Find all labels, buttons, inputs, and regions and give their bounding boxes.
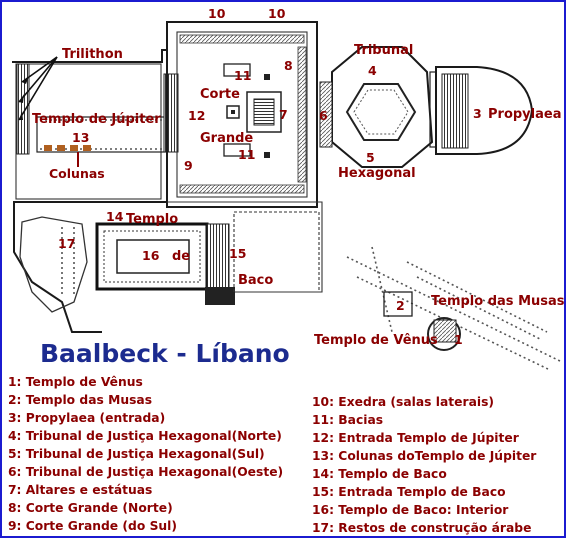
legend-item-10: 10: Exedra (salas laterais): [312, 395, 494, 409]
legend-right: 10: Exedra (salas laterais) 11: Bacias 1…: [312, 395, 537, 535]
label-templo-venus: Templo de Vênus: [314, 333, 438, 348]
legend-item-17: 17: Restos de construção árabe: [312, 521, 531, 535]
legend-item-13: 13: Colunas doTemplo de Júpiter: [312, 449, 537, 463]
label-colunas: Colunas: [49, 166, 105, 181]
label-6: 6: [319, 108, 328, 123]
label-grande: Grande: [200, 131, 253, 146]
label-15: 15: [229, 246, 246, 261]
venus-muses-plan: [346, 246, 563, 371]
bacchus-temple-plan: [95, 201, 323, 305]
label-4: 4: [368, 63, 377, 78]
legend-item-15: 15: Entrada Templo de Baco: [312, 485, 506, 499]
label-11-top: 11: [234, 68, 251, 83]
hexagonal-court-plan: [319, 46, 437, 168]
legend-item-6: 6: Tribunal de Justiça Hexagonal(Oeste): [8, 465, 283, 479]
label-16: 16: [142, 248, 160, 263]
legend-item-2: 2: Templo das Musas: [8, 393, 152, 407]
legend-item-5: 5: Tribunal de Justiça Hexagonal(Sul): [8, 447, 265, 461]
legend-item-12: 12: Entrada Templo de Júpiter: [312, 431, 520, 445]
label-propylaea: Propylaea: [488, 107, 561, 122]
legend-item-11: 11: Bacias: [312, 413, 383, 427]
legend-item-1: 1: Templo de Vênus: [8, 375, 143, 389]
label-tribunal: Tribunal: [354, 43, 413, 58]
label-10-left: 10: [208, 6, 226, 21]
great-court-plan: [166, 21, 318, 208]
label-hexagonal: Hexagonal: [338, 166, 416, 181]
label-templo: Templo: [126, 212, 178, 227]
label-corte: Corte: [200, 87, 240, 102]
label-10-right: 10: [268, 6, 286, 21]
figure-title: Baalbeck - Líbano: [40, 339, 290, 368]
label-5: 5: [366, 150, 375, 165]
label-baco: Baco: [238, 273, 273, 288]
legend-left: 1: Templo de Vênus 2: Templo das Musas 3…: [8, 375, 283, 533]
legend-item-9: 9: Corte Grande (do Sul): [8, 519, 177, 533]
trilithon-arrows: [18, 56, 58, 121]
label-2: 2: [396, 298, 405, 313]
label-12: 12: [188, 108, 205, 123]
legend-item-3: 3: Propylaea (entrada): [8, 411, 165, 425]
label-14: 14: [106, 209, 124, 224]
label-7: 7: [279, 107, 288, 122]
legend-item-16: 16: Templo de Baco: Interior: [312, 503, 509, 517]
label-templo-musas: Templo das Musas: [431, 294, 564, 309]
arab-remains-plan: [19, 216, 88, 313]
label-3: 3: [473, 106, 482, 121]
legend-item-7: 7: Altares e estátuas: [8, 483, 152, 497]
legend-item-4: 4: Tribunal de Justiça Hexagonal(Norte): [8, 429, 282, 443]
legend-item-14: 14: Templo de Baco: [312, 467, 447, 481]
label-de: de: [172, 249, 190, 264]
label-17: 17: [58, 236, 75, 251]
propylaea-plan: [435, 66, 534, 155]
legend-item-8: 8: Corte Grande (Norte): [8, 501, 173, 515]
label-13: 13: [72, 130, 89, 145]
label-11-bottom: 11: [238, 147, 255, 162]
label-8: 8: [284, 58, 293, 73]
label-trilithon: Trilithon: [62, 47, 123, 62]
label-1: 1: [454, 332, 463, 347]
map-labels: Trilithon Templo de Júpiter 13 Colunas 1…: [32, 6, 564, 348]
label-9: 9: [184, 158, 193, 173]
label-templo-jupiter: Templo de Júpiter: [32, 112, 161, 127]
